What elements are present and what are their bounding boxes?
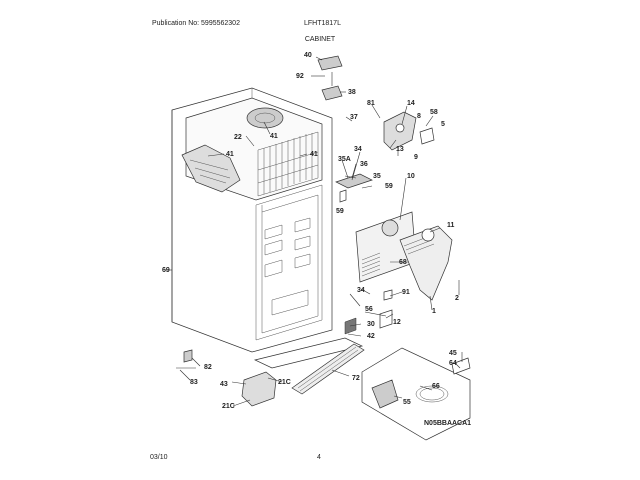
publication-number: Publication No: 5995562302 bbox=[152, 20, 240, 27]
section-title: CABINET bbox=[304, 36, 336, 43]
callout-label: 83 bbox=[190, 379, 198, 386]
callout-label: 43 bbox=[220, 381, 228, 388]
callout-label: 34 bbox=[357, 287, 365, 294]
callout-label: 82 bbox=[204, 364, 212, 371]
callout-label: 92 bbox=[296, 73, 304, 80]
callout-label: 58 bbox=[430, 109, 438, 116]
callout-label: 41 bbox=[226, 151, 234, 158]
water-valve-inset bbox=[361, 347, 471, 441]
callout-label: 9 bbox=[414, 154, 418, 161]
callout-label: 37 bbox=[350, 114, 358, 121]
callout-label: 41 bbox=[270, 133, 278, 140]
callout-numbers: 40 92 38 81 14 58 8 5 37 22 41 41 13 9 3… bbox=[162, 52, 459, 410]
callout-label: 91 bbox=[402, 289, 410, 296]
callout-label: 42 bbox=[367, 333, 375, 340]
callout-label: 21C bbox=[278, 379, 291, 386]
callout-label: 10 bbox=[407, 173, 415, 180]
leader-lines bbox=[165, 56, 463, 407]
cabinet-body bbox=[171, 87, 333, 353]
lower-left-parts bbox=[176, 289, 393, 407]
callout-label: 12 bbox=[393, 319, 401, 326]
callout-label: 22 bbox=[234, 134, 242, 141]
callout-label: 41 bbox=[310, 151, 318, 158]
callout-label: 21C bbox=[222, 403, 235, 410]
callout-label: 14 bbox=[407, 100, 415, 107]
callout-label: 30 bbox=[367, 321, 375, 328]
callout-label: 34 bbox=[354, 146, 362, 153]
hinge-bracket bbox=[335, 173, 373, 203]
callout-label: 36 bbox=[360, 161, 368, 168]
callout-label: 13 bbox=[396, 146, 404, 153]
callout-label: 81 bbox=[367, 100, 375, 107]
footer-date: 03/10 bbox=[150, 454, 168, 461]
callout-label: 45 bbox=[449, 350, 457, 357]
callout-label: 68 bbox=[399, 259, 407, 266]
page-number: 4 bbox=[317, 454, 321, 461]
callout-label: 55 bbox=[403, 399, 411, 406]
callout-label: 56 bbox=[365, 306, 373, 313]
control-bracket bbox=[383, 111, 435, 151]
callout-label: 2 bbox=[455, 295, 459, 302]
callout-label: 64 bbox=[449, 360, 457, 367]
callout-label: 72 bbox=[352, 375, 360, 382]
callout-label: 38 bbox=[348, 89, 356, 96]
callout-label: 59 bbox=[385, 183, 393, 190]
callout-label: 1 bbox=[432, 308, 436, 315]
figure-code: N05BBAACA1 bbox=[424, 420, 471, 427]
callout-label: 40 bbox=[304, 52, 312, 59]
callout-label: 59 bbox=[336, 208, 344, 215]
evaporator-cover bbox=[355, 211, 453, 301]
callout-label: 66 bbox=[432, 383, 440, 390]
callout-label: 69 bbox=[162, 267, 170, 274]
model-number: LFHT1817L bbox=[304, 20, 341, 27]
callout-label: 35A bbox=[338, 156, 351, 163]
callout-label: 11 bbox=[447, 222, 455, 229]
top-hinge bbox=[317, 55, 343, 101]
callout-label: 5 bbox=[441, 121, 445, 128]
callout-label: 8 bbox=[417, 113, 421, 120]
callout-label: 35 bbox=[373, 173, 381, 180]
